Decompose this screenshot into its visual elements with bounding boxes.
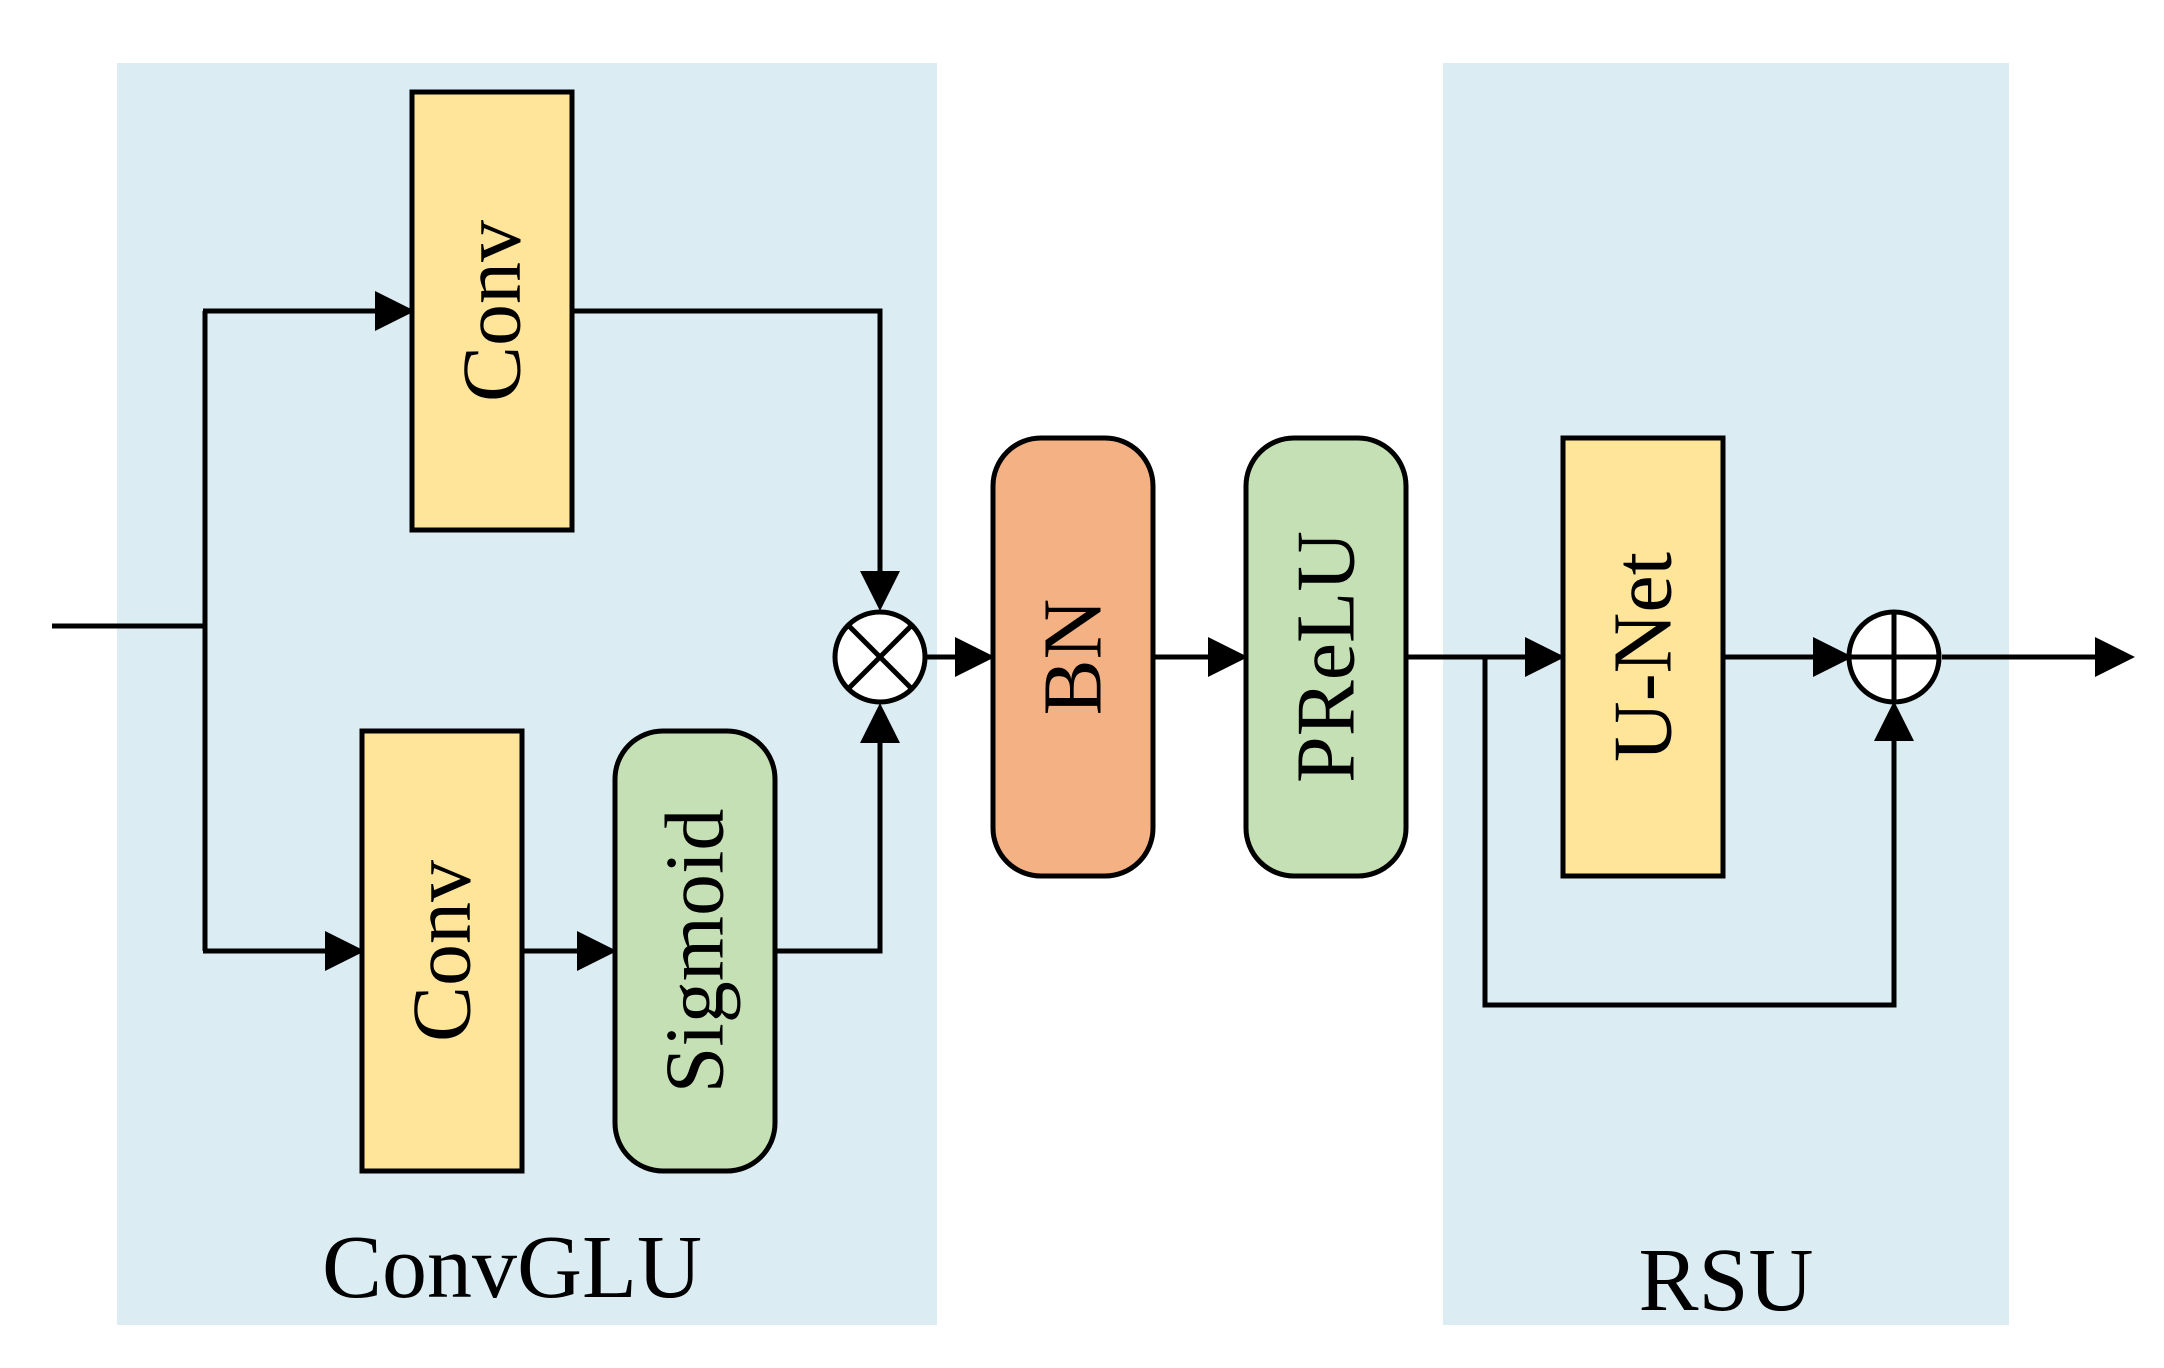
arrow-residual-skip xyxy=(1482,657,1914,1008)
sigmoid-label: Sigmoid xyxy=(649,809,742,1094)
conv-bottom-label: Conv xyxy=(396,860,489,1042)
arrow-sigmoid-to-multiply xyxy=(775,703,900,954)
sigmoid-block: Sigmoid xyxy=(612,728,778,1174)
add-operator-icon xyxy=(1846,609,1942,705)
conv-bottom-block: Conv xyxy=(359,728,525,1174)
conv-top-block: Conv xyxy=(409,89,575,533)
prelu-label: PReLU xyxy=(1280,531,1373,783)
multiply-operator-icon xyxy=(832,609,928,705)
arrow-conv-top-to-multiply xyxy=(572,308,900,611)
bn-block: BN xyxy=(990,435,1156,879)
bn-label: BN xyxy=(1027,599,1120,716)
prelu-block: PReLU xyxy=(1243,435,1409,879)
conv-top-label: Conv xyxy=(446,220,539,402)
rsu-region-label: RSU xyxy=(1638,1231,1813,1330)
unet-label: U-Net xyxy=(1597,552,1690,762)
connections xyxy=(52,291,2135,1008)
unet-block: U-Net xyxy=(1560,435,1726,879)
convglu-region-label: ConvGLU xyxy=(322,1218,702,1317)
rsu-region xyxy=(1443,63,2009,1325)
